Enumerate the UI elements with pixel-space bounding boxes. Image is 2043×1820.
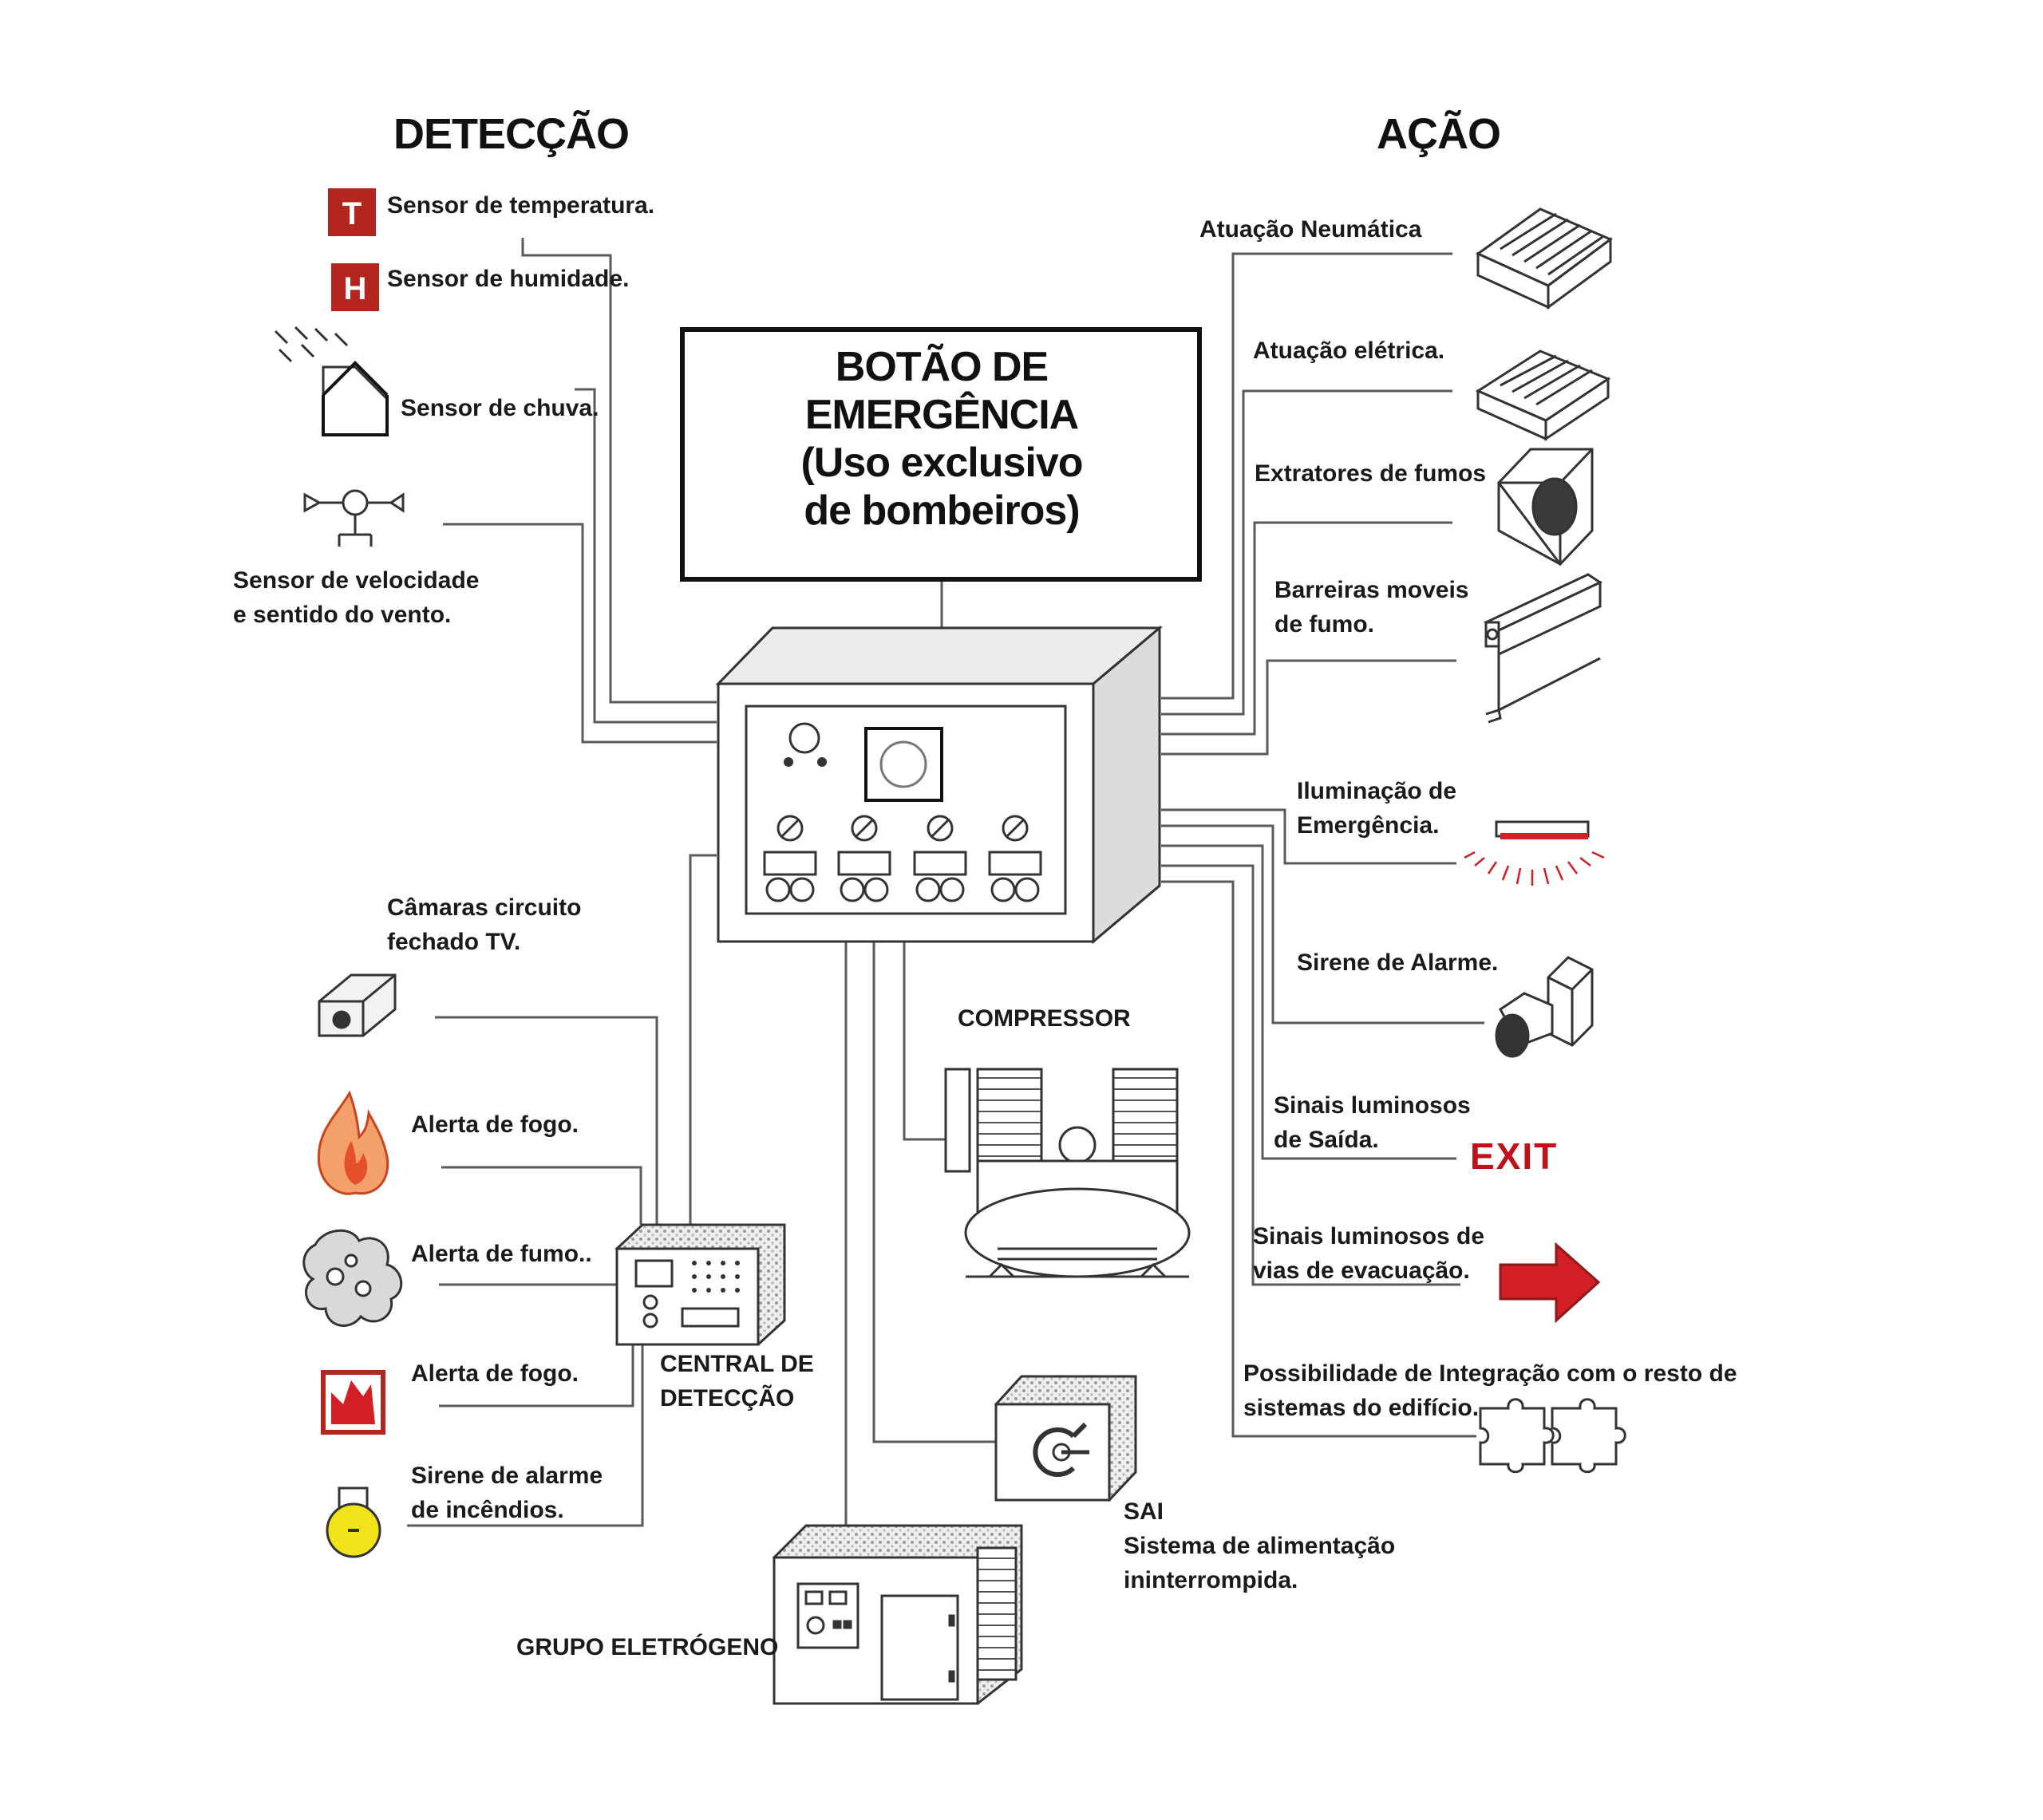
wire-compressor [903, 942, 946, 1141]
wire-cctv [435, 1016, 658, 1225]
temperature-sensor-letter: T [342, 196, 362, 231]
smoke-icon [302, 1229, 403, 1327]
humidity-sensor-icon: H [331, 263, 379, 311]
temperature-sensor-label: Sensor de temperatura. [387, 192, 655, 219]
action-header: AÇÃO [1377, 110, 1501, 158]
wire-siren [1161, 824, 1484, 1024]
exit-sign-text: EXIT [1470, 1135, 1558, 1177]
evac-signs-label: Sinais luminosos de vias de evacuação. [1253, 1223, 1485, 1284]
exit-sign-icon: EXIT [1470, 1135, 1558, 1177]
pneumatic-label: Atuação Neumática [1199, 216, 1422, 243]
wire-pneumatic [1161, 252, 1452, 700]
ups-icon [994, 1375, 1137, 1502]
emergency-light-icon [1464, 820, 1605, 886]
anemometer-icon [303, 489, 405, 547]
fire-alarm-icon [321, 1370, 385, 1435]
camera-icon [318, 973, 397, 1037]
puzzle-icon [1479, 1398, 1626, 1474]
pneumatic-vent-icon [1476, 207, 1613, 310]
wire-rain [575, 388, 717, 724]
fire-alert-label-1: Alerta de fogo. [411, 1111, 579, 1138]
generator-icon [772, 1524, 1023, 1705]
fire-alert-label-2: Alerta de fogo. [411, 1360, 579, 1387]
wire-barriers [1161, 659, 1456, 756]
emergency-button-label: BOTÃO DE EMERGÊNCIA (Uso exclusivo de bo… [800, 344, 1083, 534]
wire-wind [443, 523, 717, 744]
smoke-extractor-icon [1497, 448, 1594, 567]
wire-fire1 [441, 1166, 642, 1225]
smoke-barrier-icon [1483, 573, 1603, 724]
wire-extractors [1161, 521, 1452, 736]
temperature-sensor-icon: T [328, 188, 376, 236]
wire-evac [1161, 864, 1460, 1286]
wiring [407, 238, 1484, 1527]
cctv-label: Câmaras circuito fechado TV. [387, 894, 582, 955]
wire-electric [1161, 389, 1452, 716]
wire-central-main [689, 854, 717, 1225]
compressor-icon [944, 1068, 1191, 1278]
fire-siren-label: Sirene de alarme de incêndios. [411, 1463, 603, 1523]
electric-vent-icon [1475, 349, 1611, 441]
rain-house-icon [274, 326, 389, 436]
wire-integration [1161, 880, 1476, 1438]
compressor-label: COMPRESSOR [958, 1005, 1131, 1032]
wire-lighting [1161, 808, 1456, 865]
alarm-siren-label: Sirene de Alarme. [1297, 949, 1499, 976]
exit-signs-label: Sinais luminosos de Saída. [1274, 1092, 1471, 1153]
emergency-lighting-label: Iluminação de Emergência. [1297, 778, 1457, 839]
extractors-label: Extratores de fumos [1255, 460, 1487, 487]
sai-label: SAI Sistema de alimentação ininterrompid… [1124, 1498, 1396, 1593]
siren-icon [1495, 956, 1594, 1058]
wire-sai [872, 942, 996, 1443]
wire-exit [1161, 844, 1456, 1160]
wire-firesiren [407, 1340, 644, 1527]
cabinet-modules [763, 815, 1042, 902]
central-detection-label: CENTRAL DE DETECÇÃO [660, 1351, 814, 1411]
fire-siren-icon [326, 1486, 381, 1558]
detection-header: DETECÇÃO [393, 110, 630, 158]
central-detection-unit [614, 1223, 786, 1346]
wire-temperature [521, 238, 717, 704]
electric-label: Atuação elétrica. [1253, 338, 1445, 364]
wind-sensor-label: Sensor de velocidade e sentido do vento. [233, 567, 480, 628]
humidity-sensor-letter: H [344, 271, 367, 306]
flame-icon [317, 1090, 389, 1195]
humidity-sensor-label: Sensor de humidade. [387, 266, 630, 292]
rain-sensor-label: Sensor de chuva. [401, 395, 599, 421]
wire-fire2 [439, 1340, 634, 1407]
main-control-cabinet [715, 625, 1164, 945]
barriers-label: Barreiras moveis de fumo. [1274, 577, 1469, 638]
arrow-right-icon [1499, 1242, 1601, 1324]
generator-label: GRUPO ELETRÓGENO [516, 1634, 779, 1660]
emergency-button-box[interactable] [680, 327, 1202, 582]
smoke-alert-label: Alerta de fumo.. [411, 1241, 592, 1267]
integration-label: Possibilidade de Integração com o resto … [1243, 1360, 1737, 1421]
